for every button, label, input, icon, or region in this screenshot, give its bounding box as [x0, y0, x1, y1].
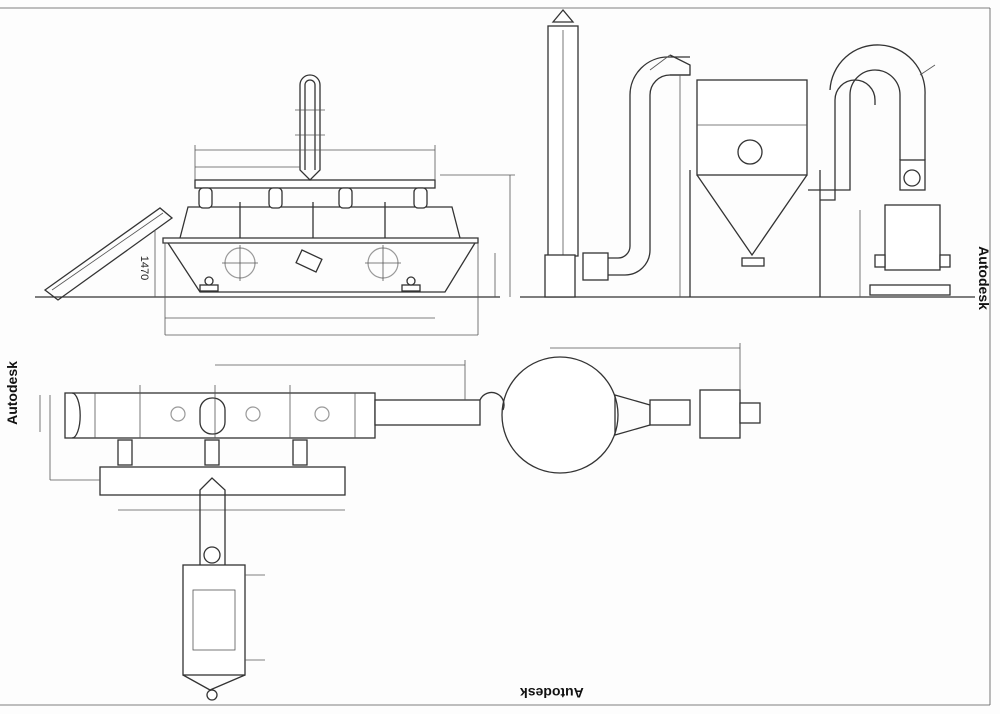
filters [198, 187, 428, 209]
dryer-elevation [35, 74, 515, 336]
watermark-left: Autodesk [3, 361, 20, 425]
plan-view [39, 343, 761, 701]
dimension-1470: 1470 [138, 255, 151, 281]
plan-filters [117, 439, 308, 466]
watermark-right: Autodesk [975, 246, 992, 310]
cyclone-elevation [520, 8, 975, 298]
dryer-feet [199, 276, 421, 292]
frame [0, 7, 991, 706]
watermark-bottom: Autodesk [520, 685, 584, 701]
